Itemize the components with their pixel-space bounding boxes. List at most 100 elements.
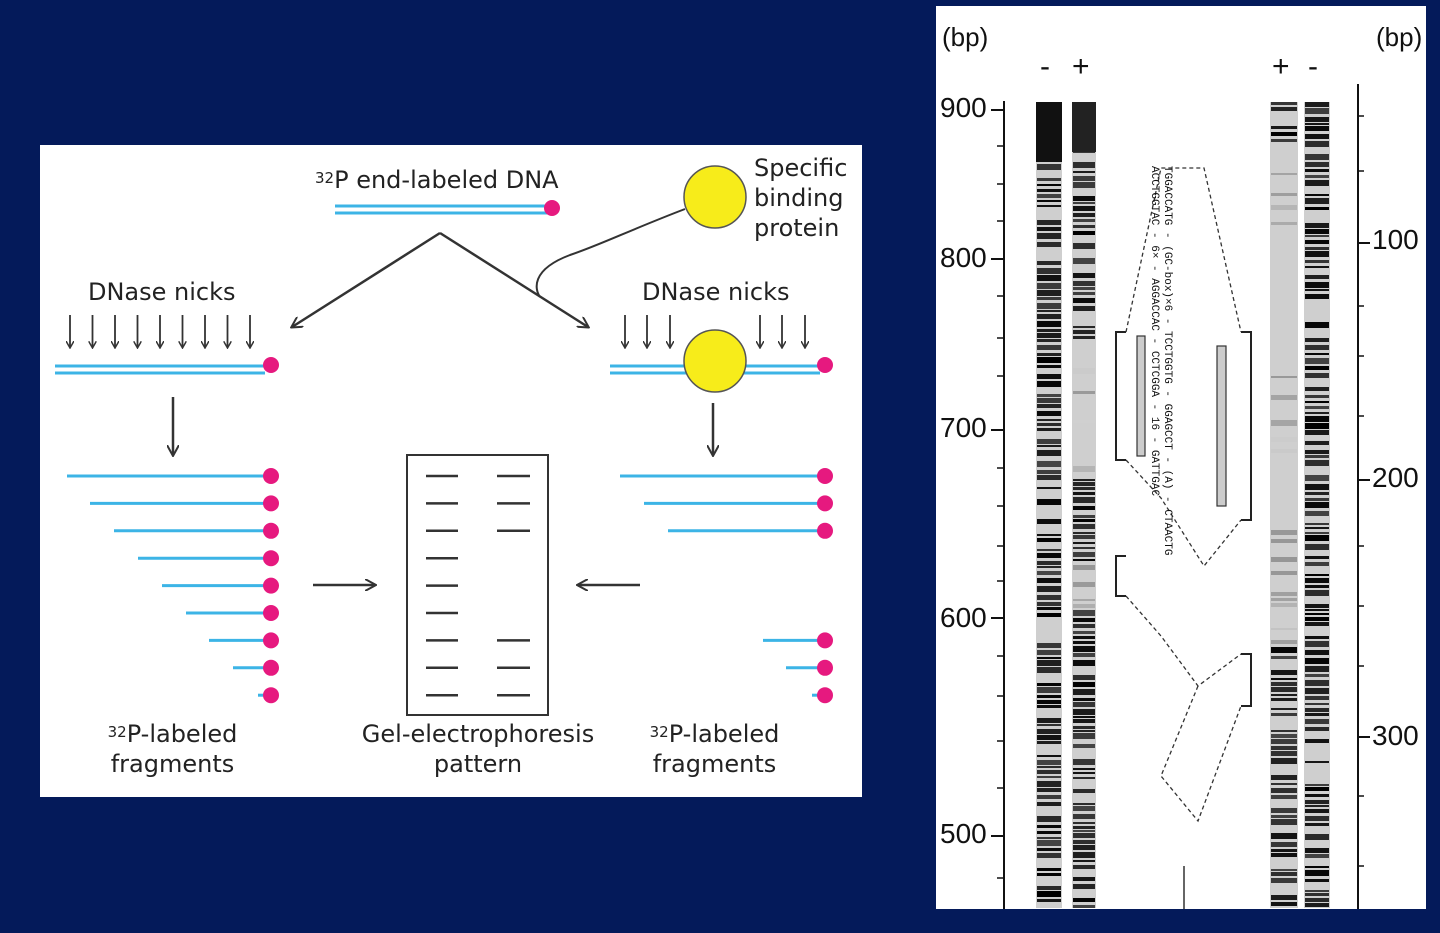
gel-band (1305, 809, 1329, 813)
gel-band (1305, 401, 1329, 403)
gel-band (1073, 258, 1095, 264)
gel-band (1073, 624, 1095, 628)
labeled-fragments-left-label: 32P-labeled fragments (107, 720, 238, 778)
gel-band (1305, 373, 1329, 378)
gel-band (1271, 592, 1297, 596)
gel-band (1037, 705, 1061, 708)
gel-band (1271, 107, 1297, 111)
gel-band (1073, 515, 1095, 518)
gel-band (1037, 381, 1061, 387)
gel-band (1305, 123, 1329, 125)
gel-band (1271, 598, 1297, 601)
gel-band (1037, 404, 1061, 408)
gel-band (1073, 492, 1095, 495)
gel-band (1305, 366, 1329, 370)
gel-band (1305, 890, 1329, 892)
gel-band (1037, 475, 1061, 480)
gel-band (1037, 650, 1061, 655)
gel-band (1305, 416, 1329, 422)
gel-band (1037, 310, 1061, 312)
gel-band (1271, 872, 1297, 876)
gel-band (1073, 709, 1095, 715)
gel-band (1271, 739, 1297, 744)
gel-band (1305, 893, 1329, 896)
gel-band (1037, 461, 1061, 467)
gel-band (1305, 696, 1329, 700)
dnase-nicks-left-label: DNase nicks (88, 278, 236, 306)
gel-band (1037, 194, 1061, 198)
label-dot (263, 550, 279, 567)
gel-band (1037, 848, 1061, 851)
gel-band (1305, 794, 1329, 797)
gel-band (1037, 566, 1061, 568)
gel-band (1037, 398, 1061, 403)
gel-band (1037, 357, 1061, 363)
gel-band (1305, 194, 1329, 196)
gel-band (1305, 527, 1329, 529)
gel-band (1037, 164, 1061, 170)
gel-band (1073, 535, 1095, 539)
gel-band (1037, 683, 1061, 686)
gel-band (1305, 650, 1329, 655)
gel-band (1073, 610, 1095, 616)
gel-band (1271, 746, 1297, 750)
gel-band (1037, 660, 1061, 666)
gel-band (1305, 207, 1329, 210)
gel-band (1037, 873, 1061, 876)
gel-band (1037, 766, 1061, 768)
gel-band (1073, 326, 1095, 328)
gel-band (1073, 806, 1095, 811)
gel-band (1305, 703, 1329, 705)
gel-band (1305, 154, 1329, 160)
gel-band (1073, 860, 1095, 862)
gel-band (1305, 604, 1329, 608)
gel-band (1073, 726, 1095, 729)
tick-label-900: 900 (940, 92, 987, 123)
gel-band (1271, 557, 1297, 562)
gel-band (1037, 853, 1061, 858)
gel-band (1037, 729, 1061, 734)
gel-band (1037, 538, 1061, 542)
gel-band (1073, 636, 1095, 639)
gel-band (1073, 759, 1095, 765)
gel-band (1271, 808, 1297, 813)
gel-lane-plus-right (1270, 102, 1298, 908)
gel-band (1305, 719, 1329, 724)
gel-band (1037, 220, 1061, 225)
tick-label-100: 100 (1372, 224, 1419, 255)
bracket-left-lower (1115, 555, 1126, 597)
bracket-right-upper (1241, 331, 1252, 521)
gel-band (1037, 549, 1061, 551)
gel-pattern-label: Gel-electrophoresis pattern (361, 720, 595, 778)
footprinting-diagram-panel: 32P end-labeled DNA Specific binding pro… (40, 145, 862, 797)
bp-unit-left: (bp) (942, 22, 989, 52)
gel-band (1073, 826, 1095, 829)
gel-lane-minus-right (1304, 102, 1330, 908)
gel-band (1305, 787, 1329, 791)
gel-band (1305, 430, 1329, 435)
gel-band (1305, 406, 1329, 409)
gel-band (1037, 868, 1061, 871)
bracket-right-lower (1241, 653, 1252, 707)
gel-band (1305, 484, 1329, 490)
end-labeled-dna-label: 32P end-labeled DNA (315, 166, 559, 194)
gel-band (1037, 339, 1061, 342)
gel-band (1037, 242, 1061, 247)
binding-protein-label: Specific binding protein (754, 154, 848, 242)
gel-band (1073, 653, 1095, 657)
gel-band (1305, 441, 1329, 445)
gel-band (1305, 854, 1329, 858)
label-dot (817, 687, 833, 704)
bound-protein (683, 329, 747, 393)
protected-region-left (1136, 335, 1146, 457)
gel-band (1037, 345, 1061, 350)
gel-band (1073, 768, 1095, 770)
gel-band (1271, 698, 1297, 701)
gel-band (1073, 698, 1095, 701)
gel-band (1037, 470, 1061, 474)
gel-band (1037, 268, 1061, 274)
gel-band (1271, 530, 1297, 535)
gel-band (1073, 532, 1095, 534)
gel-band (1037, 602, 1061, 606)
label-dot (263, 577, 279, 594)
